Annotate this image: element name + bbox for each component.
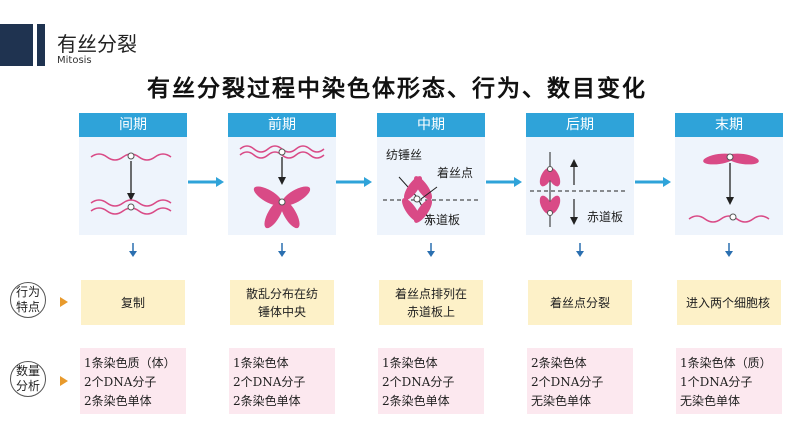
- arrow-down-icon: [129, 243, 137, 257]
- anaphase-diagram: [526, 137, 634, 235]
- spindle-label: 纺锤丝: [386, 148, 423, 162]
- quantity-row-label: 数量分析: [10, 361, 46, 397]
- arrow-down-icon: [427, 243, 435, 257]
- header-subtitle: Mitosis: [57, 55, 92, 66]
- stage-header: 中期: [377, 113, 485, 137]
- stage-telophase: 末期: [675, 113, 783, 235]
- arrow-right-icon: [188, 177, 224, 187]
- arrow-down-icon: [725, 243, 733, 257]
- centromere-label: 着丝点: [437, 166, 474, 180]
- stage-interphase: 间期: [79, 113, 187, 235]
- header-title: 有丝分裂: [57, 32, 137, 56]
- behavior-cell: 散乱分布在纺锤体中央: [230, 280, 334, 325]
- equator-label-anaphase: 赤道板: [587, 210, 624, 224]
- header-bar-large: [0, 24, 33, 66]
- equator-label-metaphase: 赤道板: [424, 213, 461, 227]
- metaphase-diagram: [377, 137, 485, 235]
- behavior-row-label: 行为特点: [10, 282, 46, 318]
- page-title: 有丝分裂过程中染色体形态、行为、数目变化: [147, 75, 647, 102]
- arrow-right-icon: [486, 177, 522, 187]
- stage-header: 后期: [526, 113, 634, 137]
- arrow-down-icon: [576, 243, 584, 257]
- row-marker-icon: [60, 376, 68, 386]
- behavior-cell: 着丝点排列在赤道板上: [379, 280, 483, 325]
- arrow-right-icon: [336, 177, 372, 187]
- stage-header: 间期: [79, 113, 187, 137]
- stage-header: 末期: [675, 113, 783, 137]
- stage-anaphase: 后期: [526, 113, 634, 235]
- row-marker-icon: [60, 297, 68, 307]
- interphase-diagram: [79, 137, 187, 235]
- behavior-cell: 进入两个细胞核: [677, 280, 781, 325]
- stage-header: 前期: [228, 113, 336, 137]
- header-bar-small: [37, 24, 45, 66]
- stage-metaphase: 中期: [377, 113, 485, 235]
- quantity-cell: 1条染色体（质）1个DNA分子无染色单体: [676, 348, 782, 414]
- telophase-diagram: [675, 137, 783, 235]
- stage-prophase: 前期: [228, 113, 336, 235]
- behavior-cell: 着丝点分裂: [528, 280, 632, 325]
- prophase-diagram: [228, 137, 336, 235]
- arrow-down-icon: [278, 243, 286, 257]
- behavior-cell: 复制: [81, 280, 185, 325]
- arrow-right-icon: [635, 177, 671, 187]
